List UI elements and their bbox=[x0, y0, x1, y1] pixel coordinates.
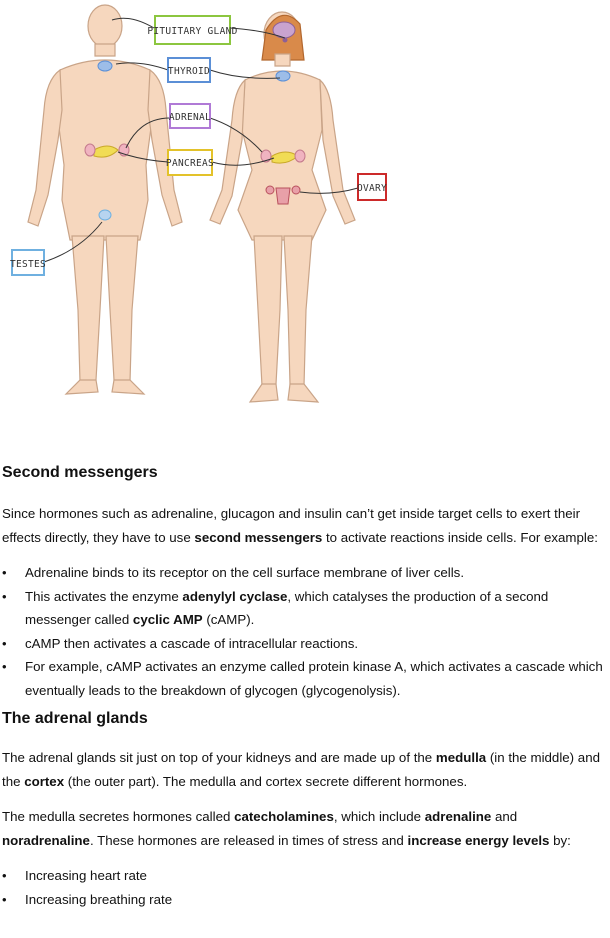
list-item: cAMP then activates a cascade of intrace… bbox=[0, 632, 610, 656]
female-body-figure bbox=[209, 11, 356, 403]
male-thyroid-organ bbox=[97, 60, 113, 72]
adrenal-paragraph-2: The medulla secretes hormones called cat… bbox=[2, 809, 571, 848]
male-pancreas-organ bbox=[93, 145, 119, 158]
label-thyroid: THYROID bbox=[167, 57, 211, 83]
svg-text:PITUITARY GLAND: PITUITARY GLAND bbox=[147, 26, 237, 37]
female-ovary-uterus-organ bbox=[265, 185, 301, 205]
second-messengers-list: Adrenaline binds to its receptor on the … bbox=[0, 561, 610, 702]
list-item: Increasing heart rate bbox=[0, 864, 610, 888]
female-left-adrenal-organ bbox=[260, 149, 272, 163]
female-thyroid-organ bbox=[275, 70, 291, 82]
female-right-adrenal-organ bbox=[294, 149, 306, 163]
list-item: For example, cAMP activates an enzyme ca… bbox=[0, 655, 610, 702]
list-item: Adrenaline binds to its receptor on the … bbox=[0, 561, 610, 585]
label-testes: TESTES bbox=[10, 249, 46, 276]
female-pituitary-organ bbox=[282, 37, 288, 43]
second-messengers-heading: Second messengers bbox=[2, 464, 158, 481]
male-body-figure bbox=[27, 4, 183, 395]
svg-text:THYROID: THYROID bbox=[168, 66, 210, 77]
article-content: Second messengers Since hormones such as… bbox=[0, 464, 610, 911]
label-ovary: OVARY bbox=[357, 173, 387, 201]
male-left-adrenal-organ bbox=[84, 143, 96, 157]
second-messengers-intro: Since hormones such as adrenaline, gluca… bbox=[2, 506, 598, 545]
connector-lines bbox=[43, 17, 359, 263]
svg-text:TESTES: TESTES bbox=[10, 259, 46, 270]
svg-text:PANCREAS: PANCREAS bbox=[166, 158, 214, 169]
male-testes-organ bbox=[98, 209, 112, 221]
adrenal-paragraph-1: The adrenal glands sit just on top of yo… bbox=[2, 750, 600, 789]
label-pancreas: PANCREAS bbox=[166, 149, 214, 176]
endocrine-glands-diagram: PITUITARY GLAND THYROID ADRENAL PANCREAS… bbox=[10, 4, 387, 403]
adrenal-effects-list: Increasing heart rate Increasing breathi… bbox=[0, 864, 610, 911]
svg-text:OVARY: OVARY bbox=[357, 183, 387, 194]
list-item: This activates the enzyme adenylyl cycla… bbox=[0, 585, 610, 632]
list-item: Increasing breathing rate bbox=[0, 888, 610, 912]
adrenal-glands-heading: The adrenal glands bbox=[2, 710, 148, 727]
label-adrenal: ADRENAL bbox=[169, 103, 211, 129]
svg-text:ADRENAL: ADRENAL bbox=[169, 112, 211, 123]
label-pituitary: PITUITARY GLAND bbox=[147, 15, 237, 45]
